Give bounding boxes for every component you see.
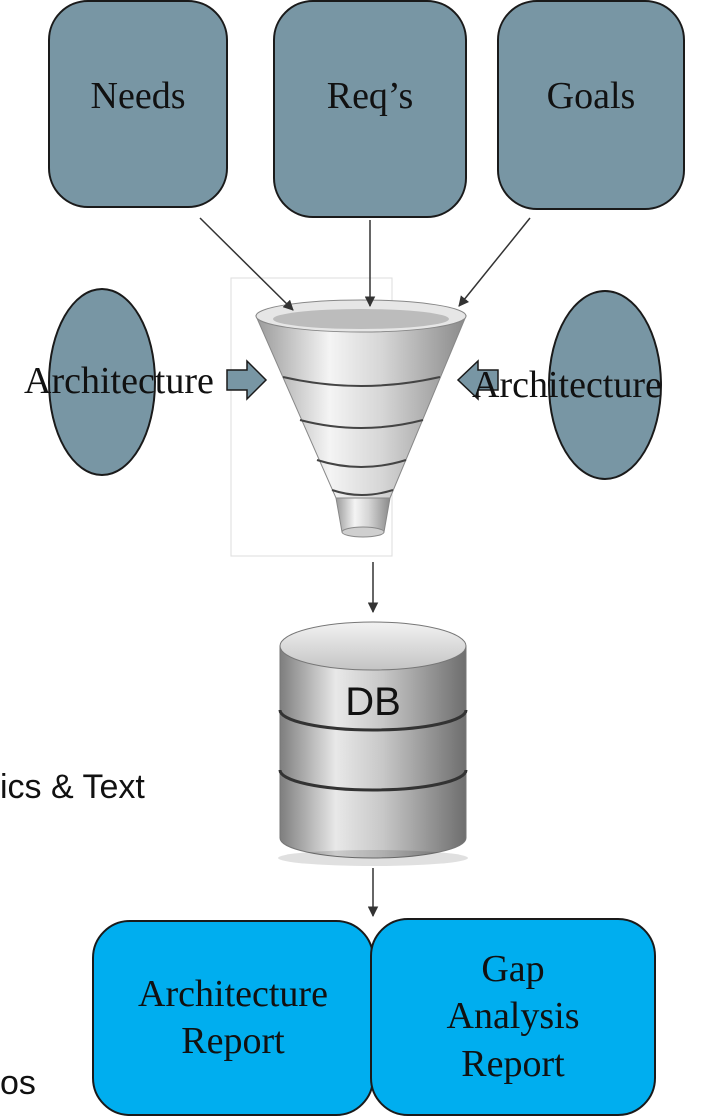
- reqs-label: Req’s: [326, 75, 414, 117]
- side-text-graphics: ics & Text: [0, 768, 145, 806]
- gap-report-line2: Analysis: [446, 995, 580, 1038]
- architecture-ellipse-left[interactable]: [48, 288, 156, 476]
- arrow-right-architecture: [456, 359, 499, 401]
- architecture-report-line2: Report: [181, 1020, 285, 1062]
- needs-box[interactable]: Needs: [48, 0, 228, 208]
- gap-report-line3: Report: [461, 1042, 565, 1085]
- needs-label: Needs: [90, 75, 186, 117]
- arrow-needs-to-funnel: [199, 217, 294, 311]
- funnel-icon: [255, 299, 467, 538]
- arrow-left-architecture: [226, 359, 268, 401]
- architecture-ellipse-right[interactable]: [548, 290, 662, 480]
- reqs-box[interactable]: Req’s: [273, 0, 467, 218]
- arrow-goals-to-funnel: [458, 217, 531, 307]
- architecture-label-right: Architecture: [472, 364, 662, 406]
- goals-label: Goals: [546, 75, 636, 117]
- architecture-label-left: Architecture: [24, 360, 214, 402]
- database-label: DB: [345, 680, 401, 724]
- database-icon: [278, 621, 468, 866]
- goals-box[interactable]: Goals: [497, 0, 685, 210]
- side-text-partial: os: [0, 1064, 36, 1102]
- gap-report-line1: Gap: [481, 947, 545, 990]
- architecture-report-line1: Architecture: [138, 972, 328, 1015]
- architecture-report-box[interactable]: Architecture Report: [92, 920, 374, 1116]
- gap-analysis-report-box[interactable]: Gap Analysis Report: [370, 918, 656, 1116]
